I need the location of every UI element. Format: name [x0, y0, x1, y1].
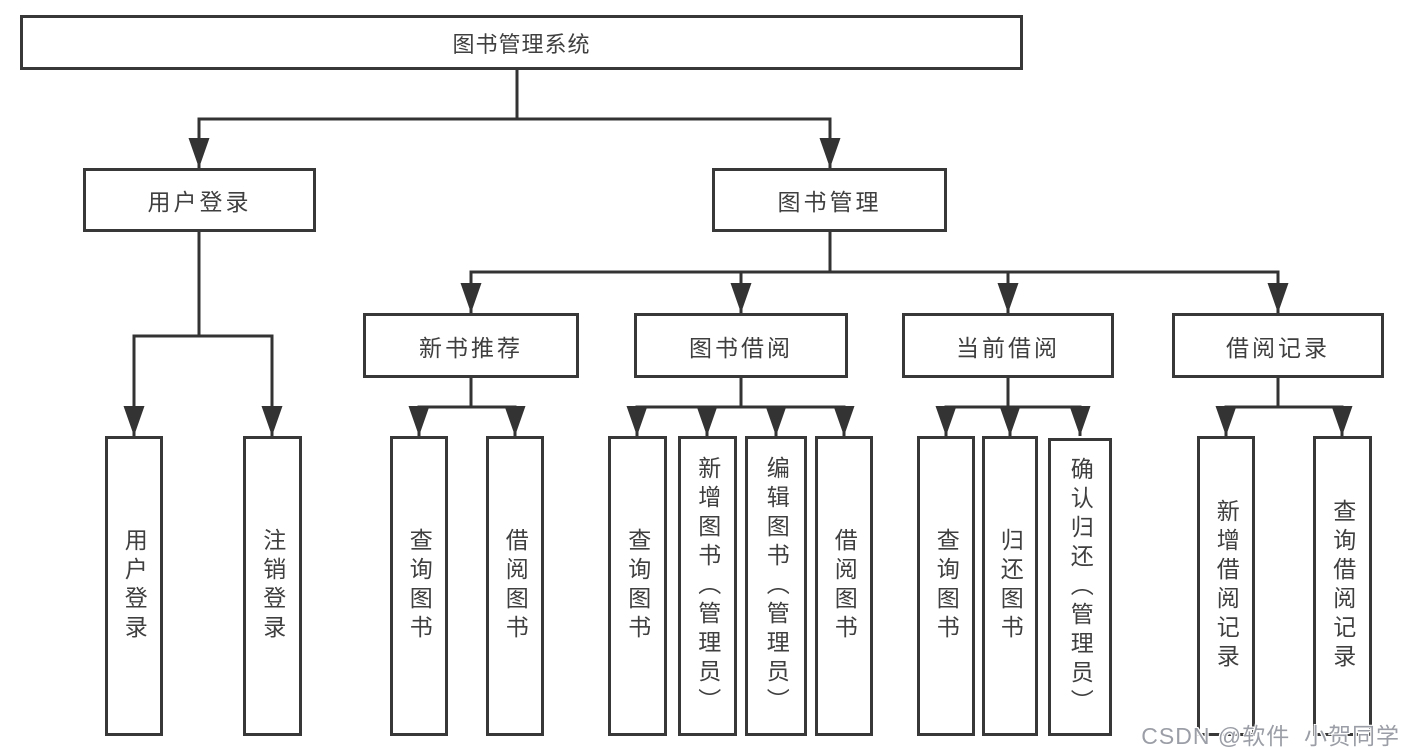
leaf-confirm-return-admin-label: 确认归还（管理员）	[1067, 456, 1094, 718]
node-root: 图书管理系统	[20, 15, 1023, 70]
leaf-return-book: 归还图书	[982, 436, 1038, 736]
leaf-add-borrow-record: 新增借阅记录	[1197, 436, 1255, 736]
node-current-borrow-label: 当前借阅	[956, 334, 1060, 361]
leaf-return-book-label: 归还图书	[997, 528, 1024, 644]
node-root-label: 图书管理系统	[452, 31, 591, 57]
leaf-add-book-admin: 新增图书（管理员）	[678, 436, 737, 736]
leaf-logout: 注销登录	[243, 436, 302, 736]
node-book-management-label: 图书管理	[777, 189, 882, 215]
node-new-book-recommend: 新书推荐	[363, 313, 579, 378]
node-book-borrow-label: 图书借阅	[689, 334, 793, 361]
node-user-login-label: 用户登录	[147, 189, 252, 215]
leaf-borrow-books-recommend-label: 借阅图书	[502, 528, 529, 644]
node-book-management: 图书管理	[712, 168, 947, 232]
node-borrow-records: 借阅记录	[1172, 313, 1384, 378]
node-new-book-recommend-label: 新书推荐	[419, 334, 523, 361]
watermark: CSDN @软件_小贺同学	[1141, 723, 1400, 747]
leaf-borrow-books-recommend: 借阅图书	[486, 436, 544, 736]
leaf-query-books-current-label: 查询图书	[933, 528, 960, 644]
node-book-borrow: 图书借阅	[634, 313, 848, 378]
node-current-borrow: 当前借阅	[902, 313, 1114, 378]
leaf-edit-book-admin: 编辑图书（管理员）	[745, 436, 807, 736]
leaf-logout-label: 注销登录	[259, 528, 286, 644]
leaf-query-books-current: 查询图书	[917, 436, 975, 736]
leaf-query-books-borrow: 查询图书	[608, 436, 667, 736]
leaf-add-book-admin-label: 新增图书（管理员）	[694, 455, 721, 717]
leaf-user-login-label: 用户登录	[121, 528, 148, 644]
leaf-borrow-books-label: 借阅图书	[831, 528, 858, 644]
leaf-query-books-recommend: 查询图书	[390, 436, 448, 736]
node-borrow-records-label: 借阅记录	[1226, 334, 1330, 361]
leaf-confirm-return-admin: 确认归还（管理员）	[1048, 438, 1112, 736]
leaf-query-books-recommend-label: 查询图书	[406, 528, 433, 644]
node-user-login: 用户登录	[83, 168, 316, 232]
leaf-borrow-books: 借阅图书	[815, 436, 873, 736]
leaf-query-borrow-record: 查询借阅记录	[1313, 436, 1372, 736]
leaf-add-borrow-record-label: 新增借阅记录	[1213, 499, 1240, 673]
leaf-edit-book-admin-label: 编辑图书（管理员）	[763, 455, 790, 717]
leaf-query-books-borrow-label: 查询图书	[624, 528, 651, 644]
leaf-query-borrow-record-label: 查询借阅记录	[1329, 499, 1356, 673]
leaf-user-login: 用户登录	[105, 436, 163, 736]
